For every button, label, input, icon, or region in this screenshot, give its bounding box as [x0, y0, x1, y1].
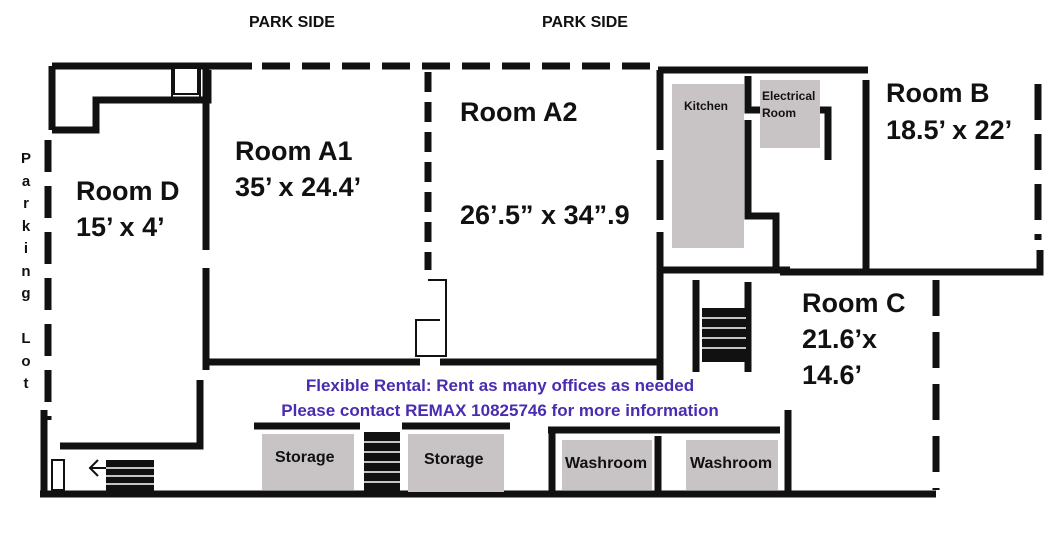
entry-box [51, 459, 65, 491]
room-c-size-line1: 21.6’x [802, 324, 878, 354]
washroom-label-1: Washroom [565, 455, 648, 472]
wall-kitchen-right [744, 120, 780, 268]
wall-thin-a1a2 [415, 279, 447, 357]
room-c-size-line2: 14.6’ [802, 360, 863, 390]
kitchen-label: Kitchen [684, 99, 729, 113]
stairs-top [173, 67, 199, 95]
storage-box-2 [408, 434, 504, 492]
park-side-left-label: PARK SIDE [249, 14, 335, 31]
electrical-label-line1: Electrical [762, 89, 816, 103]
electrical-room-box [760, 80, 820, 148]
storage-label-2: Storage [424, 451, 484, 468]
storage-box-1 [262, 434, 354, 490]
room-a2-name: Room A2 [460, 97, 578, 127]
stairs-right-lines [702, 317, 746, 349]
kitchen-counter [672, 84, 744, 248]
electrical-label-line2: Room [762, 106, 796, 120]
room-a2-size: 26’.5” x 34”.9 [460, 200, 630, 230]
room-a1-size: 35’ x 24.4’ [235, 172, 362, 202]
storage-label-1: Storage [275, 449, 335, 466]
washroom-box-2 [686, 440, 778, 490]
room-b-name: Room B [886, 78, 990, 108]
room-d-size: 15’ x 4’ [76, 212, 165, 242]
room-a1-name: Room A1 [235, 136, 353, 166]
washroom-label-2: Washroom [690, 455, 773, 472]
stairs-left-lines [106, 467, 154, 485]
park-side-right-label: PARK SIDE [542, 14, 628, 31]
room-c-name: Room C [802, 288, 906, 318]
wall-room-d-bottom [60, 380, 204, 450]
rental-notice-line1: Flexible Rental: Rent as many offices as… [305, 376, 695, 395]
stairs-center-lines [364, 441, 400, 483]
washroom-box-1 [562, 440, 652, 490]
stairs-right [702, 308, 746, 362]
rental-notice-line2: Please contact REMAX 10825746 for more i… [281, 401, 719, 420]
parking-lot-label: P a r k i n g L o t [20, 150, 31, 392]
wall-b-c [780, 250, 1044, 276]
room-b-size: 18.5’ x 22’ [886, 115, 1013, 145]
wall-thin-roomd [171, 66, 201, 99]
room-d-name: Room D [76, 176, 180, 206]
